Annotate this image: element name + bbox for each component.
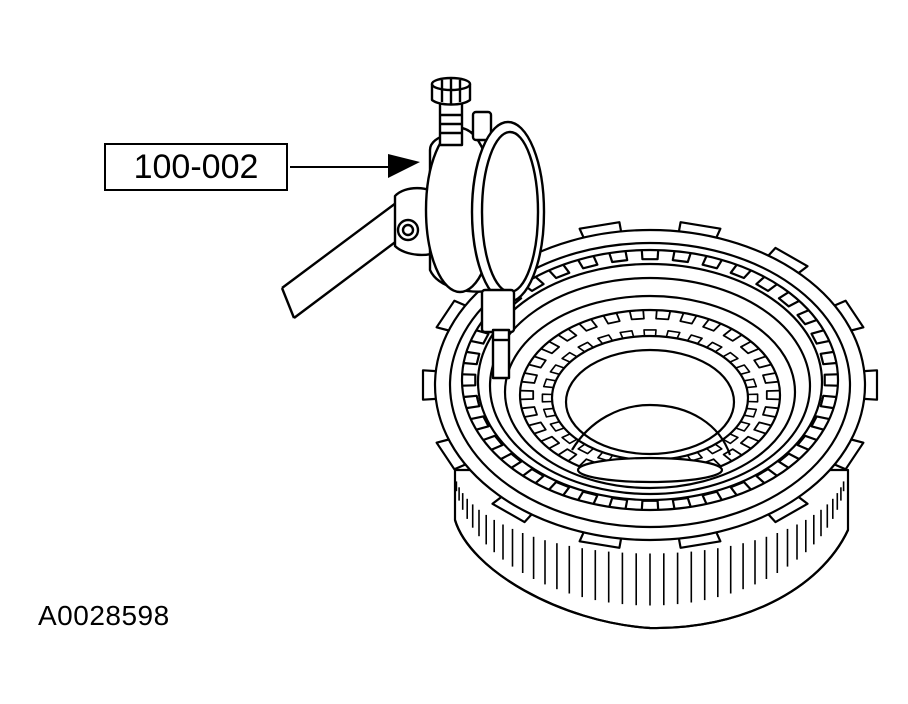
gear-tooth <box>735 364 751 376</box>
gear-tooth <box>557 448 578 462</box>
gear-tooth <box>491 496 533 524</box>
gear-tooth <box>619 329 635 339</box>
gear-tooth <box>729 264 752 280</box>
gear-tooth <box>548 264 571 280</box>
gear-tooth <box>578 221 623 239</box>
gear-tooth <box>463 350 481 366</box>
gear-tooth <box>706 443 723 455</box>
part-number-text: 100-002 <box>133 147 259 186</box>
dial-indicator <box>280 76 546 380</box>
gear-tooth <box>671 250 692 264</box>
gear-tooth <box>706 341 723 353</box>
gear-tooth <box>740 435 760 450</box>
gear-tooth <box>482 434 504 451</box>
gear-tooth <box>528 421 547 435</box>
gear-tooth <box>767 246 809 274</box>
gear-tooth <box>435 438 466 471</box>
gear-tooth <box>521 372 538 384</box>
gear-tooth <box>777 291 800 308</box>
gear-tooth <box>520 389 535 401</box>
gear-tooth <box>701 255 723 270</box>
gear-tooth <box>834 299 865 332</box>
indicator-plunger <box>491 328 511 380</box>
gear-tooth <box>819 350 837 366</box>
gear-tooth <box>796 309 818 326</box>
gear-tooth <box>665 329 681 339</box>
gear-tooth <box>735 420 751 432</box>
gear-tooth <box>753 421 772 435</box>
gear-tooth <box>677 531 722 549</box>
gear-tooth <box>500 452 523 469</box>
gear-tooth <box>722 351 739 363</box>
gear-tooth <box>435 299 466 332</box>
gear-tooth <box>762 406 779 418</box>
gear-tooth <box>561 351 578 363</box>
gear-tooth <box>755 276 778 292</box>
gear-tooth <box>577 341 594 353</box>
gear-tooth <box>655 310 672 321</box>
gear-tooth <box>578 318 598 332</box>
gear-tooth <box>470 415 490 431</box>
gear-tooth <box>640 250 660 261</box>
gear-tooth <box>628 310 645 321</box>
gear-tooth <box>541 393 553 403</box>
gear-tooth <box>819 394 837 410</box>
gear-tooth <box>557 328 578 342</box>
callout-arrow <box>290 154 420 178</box>
gear-tooth <box>421 369 436 401</box>
gear-tooth <box>549 364 565 376</box>
gear-tooth <box>542 407 556 418</box>
gear-tooth <box>722 328 743 342</box>
gear-tooth <box>810 415 830 431</box>
figure-id: A0028598 <box>38 600 170 631</box>
gear-tooth <box>597 451 614 462</box>
gear-tooth <box>747 393 759 403</box>
gear-tooth <box>796 434 818 451</box>
drum-splines <box>455 481 845 606</box>
gear-tooth <box>823 373 838 387</box>
gear-tooth <box>463 394 481 410</box>
gear-tooth <box>577 255 599 270</box>
gear-tooth <box>810 329 830 345</box>
gear-tooth <box>686 451 703 462</box>
gear-tooth <box>864 369 879 401</box>
gear-tooth <box>777 452 800 469</box>
gear-tooth <box>744 378 758 389</box>
inner-hub-teeth-lower <box>541 329 759 467</box>
gear-tooth <box>762 372 779 384</box>
gear-tooth <box>643 329 657 337</box>
gear-tooth <box>686 334 703 345</box>
gear-tooth <box>542 378 556 389</box>
gear-tooth <box>765 389 780 401</box>
gear-tooth <box>702 318 722 332</box>
gear-tooth <box>679 312 698 325</box>
gear-tooth <box>540 435 560 450</box>
gear-tooth <box>528 355 547 369</box>
gear-tooth <box>753 355 772 369</box>
gear-tooth <box>549 420 565 432</box>
gear-tooth <box>740 340 760 355</box>
gear-tooth <box>677 221 722 239</box>
gear-tooth <box>561 433 578 445</box>
gear-tooth <box>602 312 621 325</box>
gear-tooth <box>608 250 629 264</box>
gear-tooth <box>577 443 594 455</box>
gear-tooth <box>597 334 614 345</box>
gear-tooth <box>540 340 560 355</box>
clutch-drum <box>421 221 879 630</box>
gear-tooth <box>744 407 758 418</box>
gear-tooth <box>578 531 623 549</box>
gear-tooth <box>767 496 809 524</box>
gear-tooth <box>462 373 477 387</box>
gear-tooth <box>521 406 538 418</box>
gear-tooth <box>834 438 865 471</box>
part-number-callout: 100-002 <box>104 143 288 191</box>
gear-tooth <box>722 433 739 445</box>
